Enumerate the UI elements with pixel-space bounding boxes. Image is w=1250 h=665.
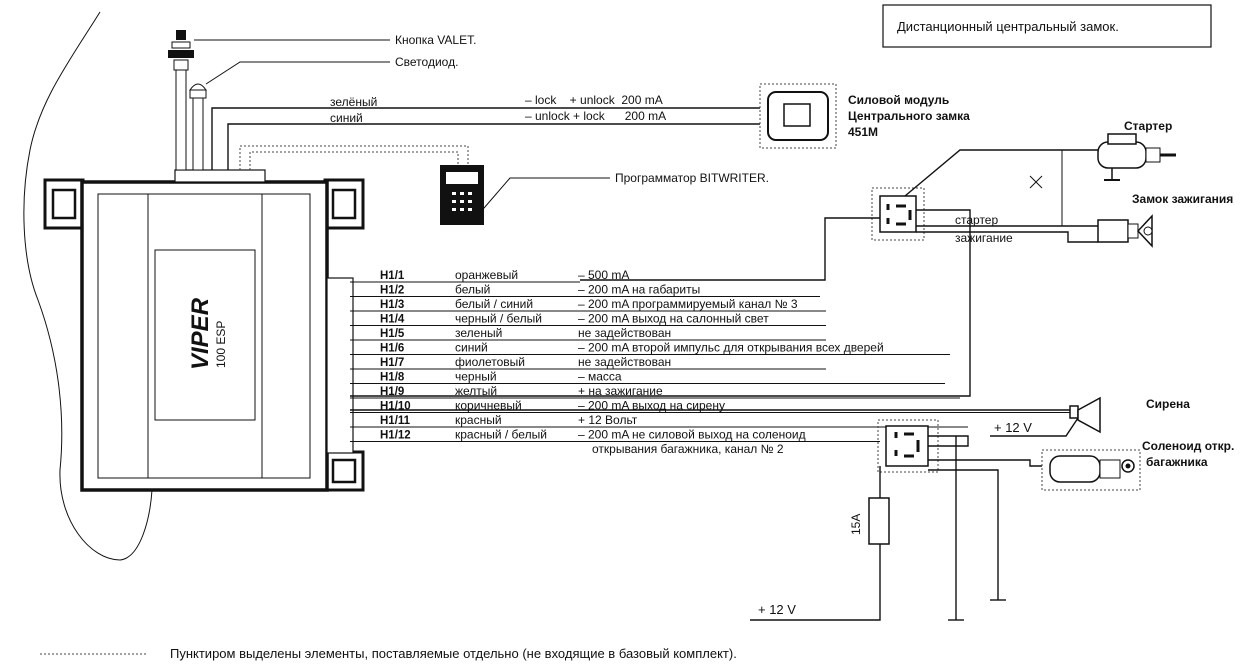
programmer-label: Программатор BITWRITER. <box>615 171 769 185</box>
pin-id: H1/5 <box>380 328 405 340</box>
pin-wire-color: белый / синий <box>455 297 533 311</box>
trunk-solenoid-icon <box>1041 449 1141 491</box>
title-box <box>882 4 1212 48</box>
module-label-line3: 451M <box>848 125 878 139</box>
pin-wire-color: фиолетовый <box>455 355 525 369</box>
pin-description: – 500 mA <box>578 268 629 282</box>
pin-wire-color: оранжевый <box>455 268 518 282</box>
pin12-extra-desc: открывания багажника, канал № 2 <box>592 442 784 456</box>
valet-button-label: Кнопка VALET. <box>395 33 476 47</box>
pin-description: + 12 Вольт <box>578 413 638 427</box>
pin-wire-color: белый <box>455 283 490 297</box>
pin-id: H1/2 <box>380 285 404 297</box>
pin-wire-color: черный <box>455 370 497 384</box>
pin-wire-color: красный / белый <box>455 428 547 442</box>
brand-label: VIPER <box>187 297 214 370</box>
pin-id: H1/1 <box>380 270 405 282</box>
pin-description: + на зажигание <box>578 384 663 398</box>
pin-description: не задействован <box>578 326 671 340</box>
pin-description: – масса <box>578 370 622 384</box>
fuse-label: 15A <box>849 514 863 535</box>
pin-wire-color: черный / белый <box>455 312 542 326</box>
led-label: Светодиод. <box>395 55 458 69</box>
wire-green-func: – lock + unlock 200 mA <box>525 93 663 107</box>
pin-description: – 200 mA второй импульс для открывания в… <box>578 341 884 355</box>
central-lock-module-icon <box>759 83 837 149</box>
valet-button-icon <box>168 30 194 171</box>
pin-wire-color: красный <box>455 413 502 427</box>
pin-id: H1/12 <box>380 430 411 442</box>
ignition-lock-label: Замок зажигания <box>1132 192 1233 206</box>
car-body-outline <box>23 11 153 561</box>
fuse-icon <box>868 497 890 545</box>
pin-wire-color: коричневый <box>455 399 522 413</box>
pin-description: – 200 mA выход на салонный свет <box>578 312 769 326</box>
module-label-line1: Силовой модуль <box>848 93 949 107</box>
siren-icon <box>1069 396 1101 434</box>
starter-label: Стартер <box>1124 119 1172 133</box>
footer-note: Пунктиром выделены элементы, поставляемы… <box>170 646 737 661</box>
pin-wire-color: синий <box>455 341 488 355</box>
pin-id: H1/3 <box>380 299 404 311</box>
starter-icon <box>1097 133 1176 181</box>
alarm-main-unit: VIPER 100 ESP <box>43 169 365 492</box>
wire-blue-func: – unlock + lock 200 mA <box>525 109 666 123</box>
wire-green-color: зелёный <box>330 95 377 109</box>
pin-id: H1/8 <box>380 372 405 384</box>
pin-id: H1/7 <box>380 357 404 369</box>
wire-blue-color: синий <box>330 111 363 125</box>
siren-label: Сирена <box>1146 397 1190 411</box>
pin-id: H1/11 <box>380 415 411 427</box>
trunk-relay-icon <box>877 419 939 473</box>
ignition-wire-label: зажигание <box>955 231 1013 245</box>
pin-description: – 200 mA выход на сирену <box>578 399 725 413</box>
pin-table: H1/1 оранжевый – 500 mA H1/2 белый – 200 mA н… <box>350 268 1070 442</box>
pin-id: H1/10 <box>380 401 411 413</box>
programmer-icon <box>440 165 484 225</box>
pin-id: H1/9 <box>380 386 404 398</box>
ignition-lock-icon <box>1097 214 1153 248</box>
plus12-bottom-label: + 12 V <box>758 602 796 617</box>
plus12-siren-label: + 12 V <box>994 420 1032 435</box>
pin-id: H1/6 <box>380 343 404 355</box>
led-icon <box>189 83 207 171</box>
pin-description: – 200 mA не силовой выход на соленоид <box>578 428 806 442</box>
starter-wire-label: стартер <box>955 213 998 227</box>
diagram-title: Дистанционный центральный замок. <box>897 19 1119 34</box>
solenoid-label-line2: багажника <box>1146 455 1208 469</box>
model-label: 100 ESP <box>214 321 228 368</box>
pin-wire-color: желтый <box>455 384 497 398</box>
starter-relay-icon <box>871 187 925 241</box>
pin-description: не задействован <box>578 355 671 369</box>
pin-description: – 200 mA на габариты <box>578 283 700 297</box>
pin-description: – 200 mA программируемый канал № 3 <box>578 297 798 311</box>
pin-wire-color: зеленый <box>455 326 502 340</box>
solenoid-label-line1: Соленоид откр. <box>1142 439 1234 453</box>
module-label-line2: Центрального замка <box>848 109 970 123</box>
pin-id: H1/4 <box>380 314 405 326</box>
